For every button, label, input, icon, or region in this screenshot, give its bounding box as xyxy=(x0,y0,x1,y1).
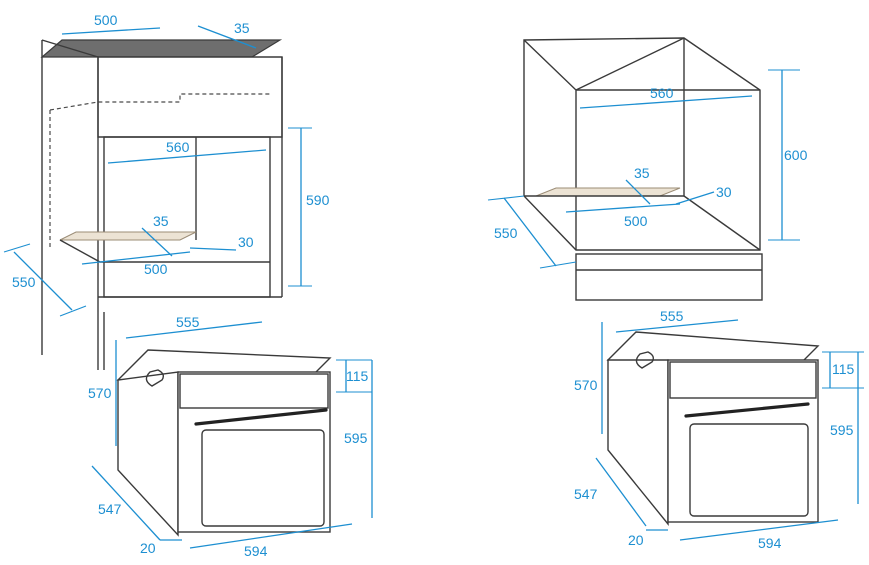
dim-opening-width-label: 560 xyxy=(166,139,190,155)
dim-r-front-width-line xyxy=(679,519,839,541)
right-cabinet-back-top xyxy=(575,37,685,91)
dim-r-oven-body-width-label: 555 xyxy=(660,308,684,324)
dim-r-opening-height-label: 600 xyxy=(784,147,808,163)
dim-opening-height-label: 590 xyxy=(306,192,330,208)
dim-top-width-label: 500 xyxy=(94,12,118,28)
right-cabinet-drawer xyxy=(575,253,763,301)
dim-r-vent-depth-line xyxy=(625,179,651,205)
right-cabinet xyxy=(523,37,763,301)
dim-top-width-line xyxy=(61,27,161,35)
left-oven xyxy=(116,349,332,537)
dim-front-width-line xyxy=(189,523,353,549)
dim-control-panel-label: 115 xyxy=(346,368,369,384)
dim-cabinet-depth-line xyxy=(13,251,73,311)
dim-vent-width-label: 500 xyxy=(144,261,168,277)
left-upper-panel xyxy=(97,56,283,138)
dim-cabinet-depth-tick-a xyxy=(3,243,31,253)
left-hidden-shelf xyxy=(49,93,270,111)
right-vent-slot xyxy=(535,187,681,197)
dim-r-cabinet-depth-tick-a xyxy=(487,195,525,201)
dim-vent-depth-label: 35 xyxy=(153,213,169,229)
left-vent-slot xyxy=(59,231,197,241)
dim-r-front-height-label: 595 xyxy=(830,422,854,438)
dim-door-depth-label: 20 xyxy=(140,540,156,556)
right-cabinet-floor-edge xyxy=(683,195,761,251)
left-oven-dims: 555 570 115 595 547 20 594 xyxy=(88,314,373,559)
left-cabinet-top-edge xyxy=(41,39,99,58)
left-oven-front xyxy=(177,371,331,533)
left-cabinet-dims: 500 35 560 590 500 35 30 550 xyxy=(3,12,330,317)
dim-r-control-panel-label: 115 xyxy=(832,361,855,377)
dim-r-cabinet-depth-label: 550 xyxy=(494,225,518,241)
dim-r-front-width-label: 594 xyxy=(758,535,782,551)
right-oven-side-handle-icon xyxy=(635,351,655,369)
right-oven-door-handle-icon xyxy=(684,402,810,418)
left-oven-side-handle-icon xyxy=(145,369,165,387)
dim-r-opening-width-label: 560 xyxy=(650,85,674,101)
dim-r-vent-depth-label: 35 xyxy=(634,165,650,181)
dim-oven-depth-line xyxy=(91,465,161,541)
dim-oven-depth-label: 547 xyxy=(98,501,122,517)
dim-opening-width-line xyxy=(107,149,267,164)
right-cabinet-dims: 560 600 500 35 30 550 xyxy=(487,69,808,269)
dim-cabinet-depth-tick-b xyxy=(59,305,87,317)
dim-front-width-label: 594 xyxy=(244,543,268,559)
dim-oven-body-height-label: 570 xyxy=(88,385,112,401)
dim-cabinet-depth-label: 550 xyxy=(12,274,36,290)
dim-r-vent-offset-line xyxy=(675,191,715,205)
left-oven-door-handle-icon xyxy=(194,408,328,426)
dim-oven-body-width-line xyxy=(125,321,263,339)
dim-r-oven-depth-line xyxy=(595,457,647,527)
dim-r-vent-width-line xyxy=(565,203,681,213)
dim-r-vent-width-label: 500 xyxy=(624,213,648,229)
dim-r-cabinet-depth-tick-b xyxy=(539,261,577,269)
right-oven-control-panel xyxy=(669,361,817,399)
left-oven-side xyxy=(117,371,179,537)
dim-top-depth-line xyxy=(197,25,257,49)
dim-vent-offset-line xyxy=(189,247,237,251)
dim-vent-depth-line xyxy=(141,227,173,257)
left-worktop xyxy=(40,39,283,58)
dim-r-oven-body-width-line xyxy=(615,319,739,333)
dim-r-cabinet-depth-line xyxy=(503,197,557,267)
right-oven-front xyxy=(667,359,819,523)
left-oven-control-panel xyxy=(179,373,329,409)
dim-r-oven-depth-label: 547 xyxy=(574,486,598,502)
dim-vent-width-line xyxy=(81,251,191,265)
dim-vent-offset-label: 30 xyxy=(238,234,254,250)
left-cabinet xyxy=(40,39,283,370)
dim-top-depth-label: 35 xyxy=(234,20,250,36)
left-oven-door-window xyxy=(201,429,325,527)
right-oven-side xyxy=(607,359,669,526)
dim-r-oven-body-height-label: 570 xyxy=(574,377,598,393)
right-oven xyxy=(606,331,820,526)
right-oven-door-window xyxy=(689,423,809,517)
dim-r-opening-width-line xyxy=(579,95,753,109)
dim-oven-body-width-label: 555 xyxy=(176,314,200,330)
right-oven-dims: 555 570 115 595 547 20 594 xyxy=(574,308,864,551)
dim-front-height-label: 595 xyxy=(344,430,368,446)
dim-r-vent-offset-label: 30 xyxy=(716,184,732,200)
dim-r-door-depth-label: 20 xyxy=(628,532,644,548)
